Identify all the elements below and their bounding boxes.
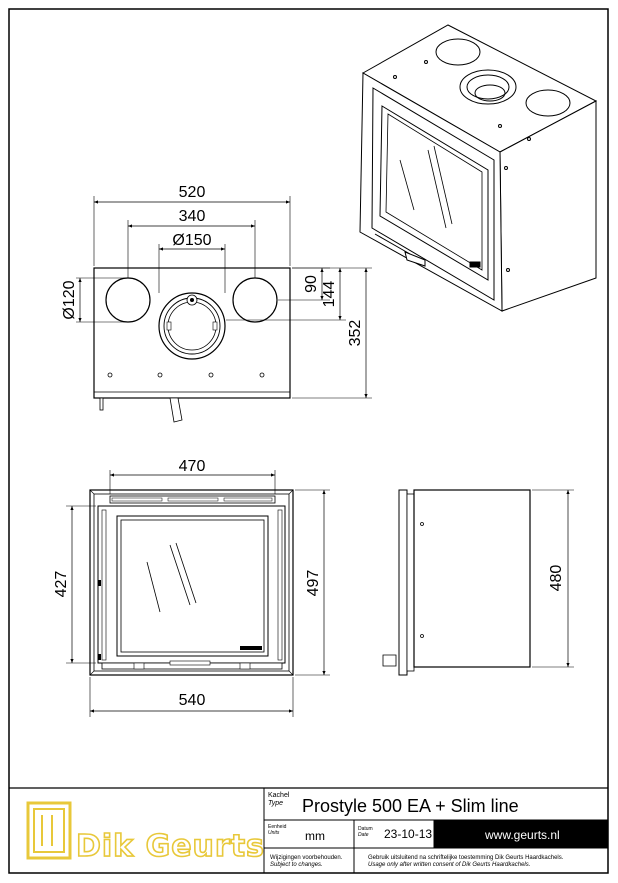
website-banner: [434, 820, 608, 848]
door-view-dimensions: 470 540 427 497: [53, 458, 330, 717]
date-label: Datum: [358, 826, 373, 832]
dim-vent-diameter-120: Ø120: [61, 280, 78, 319]
door-glass: [120, 519, 265, 653]
consent-note-nl: Gebruik uitsluitend na schriftelijke toe…: [368, 855, 564, 861]
units-label: Eenheid: [268, 824, 287, 830]
front-view-dimensions: 520 340 Ø150 Ø120 90 144 352: [61, 184, 372, 399]
front-view: [93, 267, 291, 423]
dim-depth-480: 480: [548, 565, 565, 592]
dim-outer-height-497: 497: [305, 570, 322, 597]
dim-hole-spacing-340: 340: [179, 208, 206, 225]
side-view-dimensions: 480: [532, 489, 574, 668]
title-block: Dik Geurts Kachel Type Prostyle 500 EA +…: [9, 787, 608, 873]
dim-width-520: 520: [179, 184, 206, 201]
units-label-en: Units: [268, 830, 280, 836]
side-view: [382, 489, 531, 676]
dim-flue-diameter-150: Ø150: [172, 232, 211, 249]
consent-note-en: Usage only after written consent of Dik …: [368, 862, 530, 868]
door-glass-frame: [116, 515, 269, 657]
type-label: Kachel: [268, 792, 290, 799]
dim-offset-144: 144: [321, 281, 338, 308]
changes-note-en: Subject to changes.: [270, 862, 323, 868]
flue-outer-ring: [158, 292, 226, 360]
units-value: mm: [305, 829, 325, 843]
brand-logo: Dik Geurts: [26, 801, 265, 865]
left-vent-hole: [105, 277, 151, 323]
right-vent-hole: [232, 277, 278, 323]
dim-outer-width-540: 540: [179, 692, 206, 709]
product-name: Prostyle 500 EA + Slim line: [302, 796, 519, 816]
website-link[interactable]: www.geurts.nl: [484, 828, 560, 842]
side-view-front-frame: [398, 489, 408, 676]
date-value: 23-10-13: [384, 827, 432, 841]
sheet-border: [8, 8, 609, 874]
isometric-view: [359, 24, 598, 312]
dim-inner-width-470: 470: [179, 458, 206, 475]
date-label-en: Date: [358, 832, 369, 838]
dim-height-352: 352: [347, 320, 364, 347]
dim-inner-height-427: 427: [53, 571, 70, 598]
side-view-body: [413, 489, 531, 668]
door-view: [89, 489, 294, 676]
type-label-en: Type: [268, 800, 283, 807]
dim-offset-90: 90: [303, 275, 320, 293]
brand-name: Dik Geurts: [76, 829, 265, 864]
changes-note-nl: Wijzigingen voorbehouden.: [270, 855, 343, 861]
